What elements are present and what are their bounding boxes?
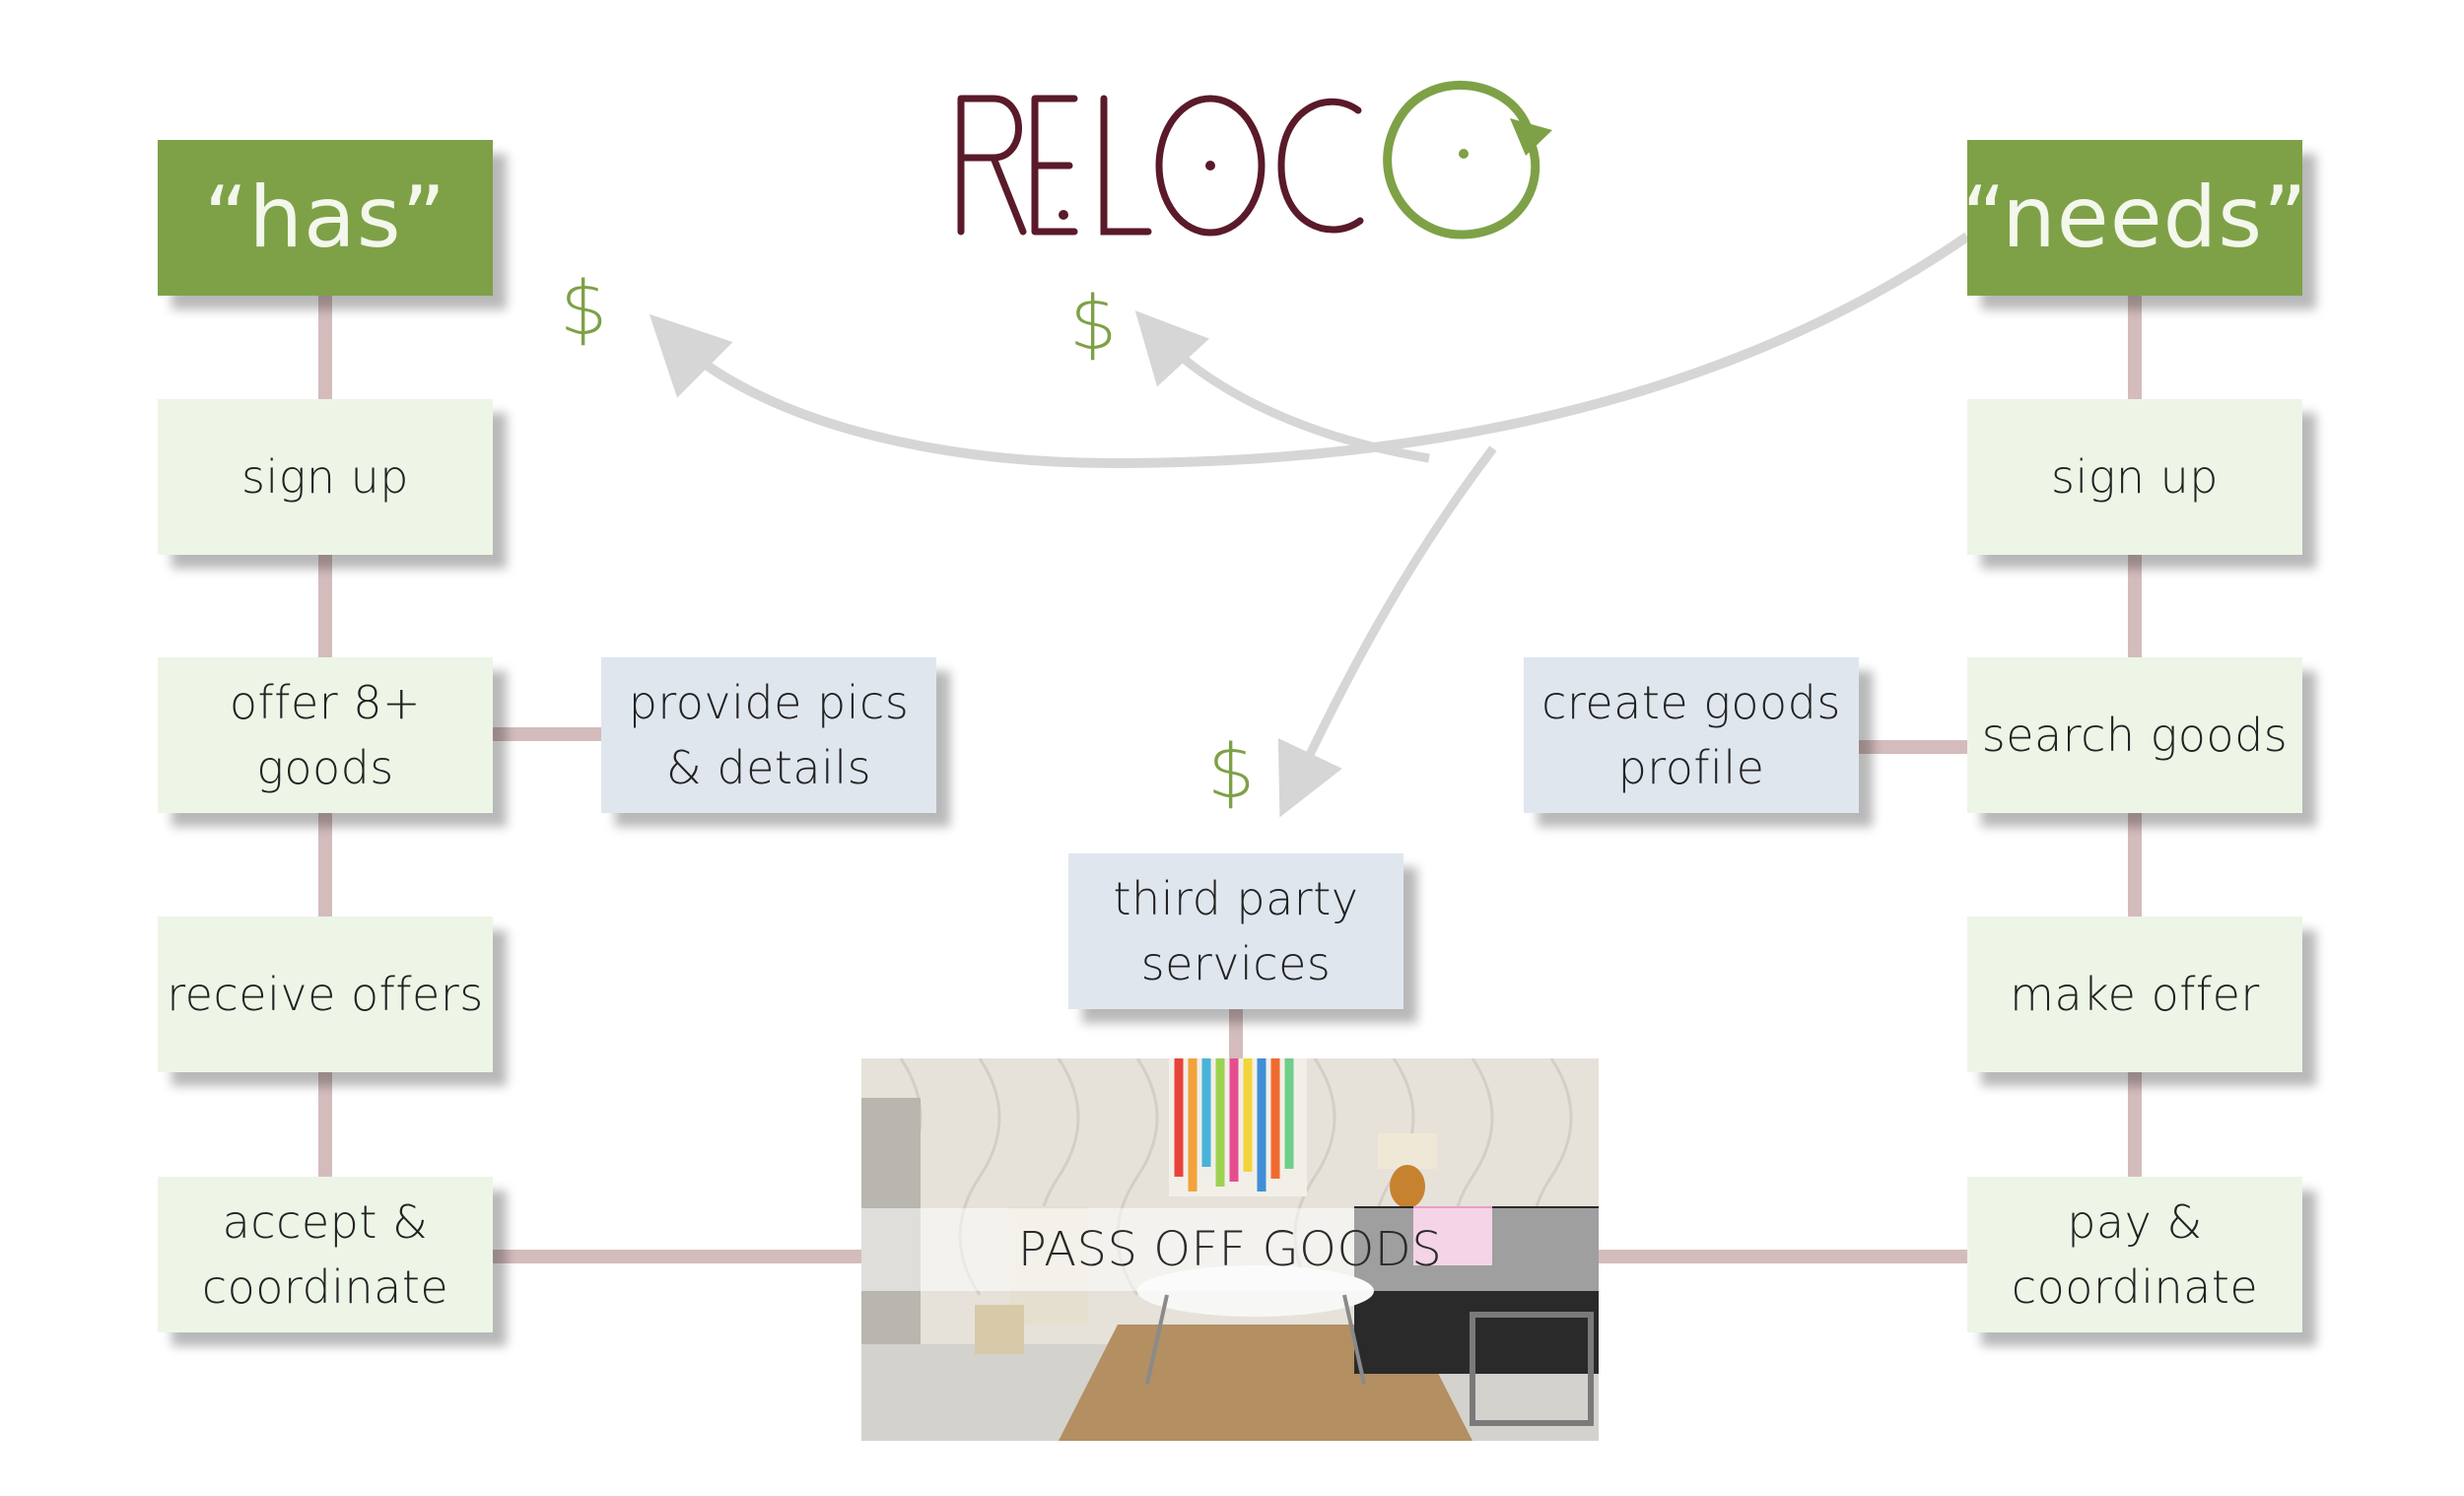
- needs-step-sign-up: sign up: [1967, 399, 2302, 555]
- dollar-sign-services: $: [1207, 727, 1256, 815]
- has-step-receive-offers-label: receive offers: [167, 968, 484, 1021]
- dollar-sign-has: $: [560, 264, 608, 352]
- reloco-logo: [957, 81, 1552, 239]
- payment-arrow-to-reloco: [1134, 310, 1430, 463]
- has-step-accept-label-line2: coordinate: [201, 1260, 449, 1314]
- needs-step-sign-up-label: sign up: [2051, 450, 2219, 504]
- has-step-offer-goods-label: offer 8+ goods: [229, 676, 422, 794]
- third-party-label-line2: services: [1140, 937, 1332, 990]
- has-step-accept-coordinate: accept & coordinate: [158, 1177, 493, 1332]
- create-goods-label-line1: create goods: [1541, 676, 1841, 729]
- has-step-sign-up: sign up: [158, 399, 493, 555]
- pass-off-goods-label: PASS OFF GOODS: [861, 1208, 1599, 1291]
- needs-step-pay-coordinate: pay & coordinate: [1967, 1177, 2302, 1332]
- needs-step-pay-label-line1: pay &: [2067, 1195, 2203, 1249]
- needs-step-make-offer: make offer: [1967, 917, 2302, 1072]
- needs-step-make-offer-label: make offer: [2010, 968, 2260, 1021]
- needs-header: “needs”: [1961, 140, 2307, 296]
- needs-step-search-goods: search goods: [1967, 657, 2302, 813]
- has-step-offer-goods: offer 8+ goods: [158, 657, 493, 813]
- provide-pics-label-line1: provide pics: [628, 676, 910, 729]
- dollar-sign-reloco: $: [1069, 279, 1118, 367]
- has-header: “has”: [158, 140, 493, 296]
- third-party-label-line1: third party: [1113, 872, 1359, 925]
- pass-off-goods-photo: PASS OFF GOODS: [861, 1058, 1599, 1441]
- has-step-receive-offers: receive offers: [158, 917, 493, 1072]
- logo-arrow-icon: [1510, 118, 1552, 156]
- create-goods-label-line2: profile: [1617, 741, 1765, 794]
- needs-step-search-goods-label: search goods: [1981, 709, 2289, 762]
- third-party-services-box: third party services: [1068, 853, 1403, 1009]
- needs-step-pay-label-line2: coordinate: [2011, 1260, 2259, 1314]
- create-goods-profile-box: create goods profile: [1524, 657, 1859, 813]
- has-step-accept-label-line1: accept &: [222, 1195, 429, 1249]
- payment-arrow-to-has: [649, 232, 1970, 469]
- payment-arrow-to-services: [1277, 445, 1497, 818]
- has-step-sign-up-label: sign up: [241, 450, 409, 504]
- provide-pics-box: provide pics & details: [601, 657, 936, 813]
- provide-pics-label-line2: & details: [665, 741, 872, 794]
